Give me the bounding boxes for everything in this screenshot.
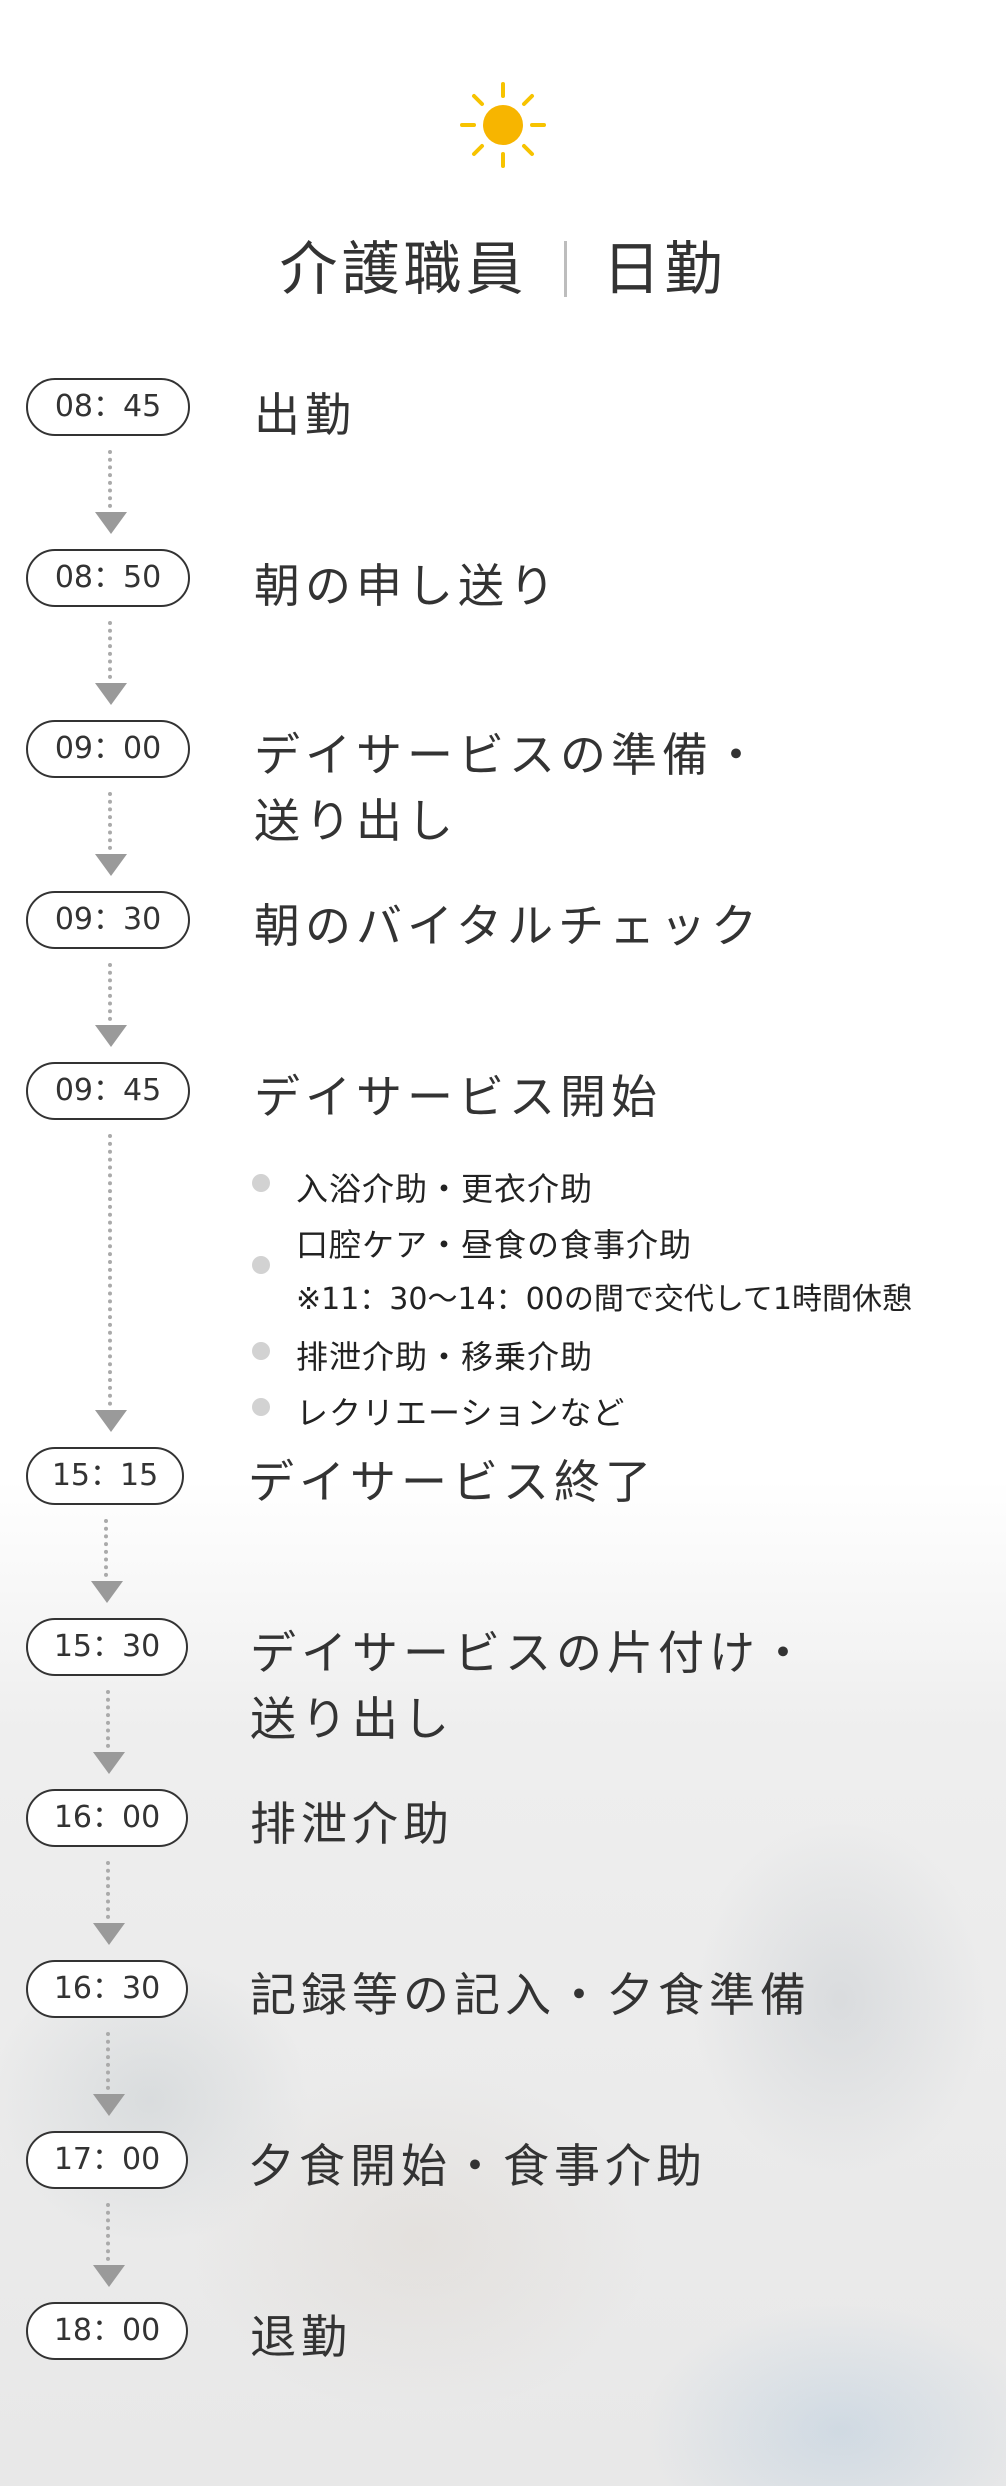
arrow-down-icon [95,683,127,705]
timeline-dots [106,2203,110,2261]
timeline-dots [108,1134,112,1406]
timeline-dots [108,792,112,850]
time-badge: 08：50 [26,549,190,607]
arrow-down-icon [91,1581,123,1603]
time-badge: 16：30 [26,1960,188,2018]
time-badge: 18：00 [26,2302,188,2360]
time-badge: 15：30 [26,1618,188,1676]
schedule-label: デイサービスの片付け・ [250,1620,811,1686]
time-badge: 08：45 [26,378,190,436]
arrow-down-icon [95,1410,127,1432]
title-job: 介護職員 [279,235,527,303]
arrow-down-icon [95,1025,127,1047]
arrow-down-icon [93,1752,125,1774]
schedule-label: デイサービス終了 [248,1449,656,1515]
time-badge: 16：00 [26,1789,188,1847]
time-badge: 09：45 [26,1062,190,1120]
time-badge: 09：00 [26,720,190,778]
arrow-down-icon [95,854,127,876]
schedule-label-line2: 送り出し [250,1686,454,1752]
time-badge: 09：30 [26,891,190,949]
schedule-label: 朝の申し送り [254,553,560,619]
schedule-label: 出勤 [254,382,356,448]
bullet-icon [252,1174,270,1192]
schedule-label: デイサービスの準備・ [254,722,764,788]
timeline-dots [106,2032,110,2090]
timeline-dots [108,963,112,1021]
schedule-label: 記録等の記入・夕食準備 [250,1962,811,2028]
bullet-icon [252,1256,270,1274]
schedule-label: 夕食開始・食事介助 [248,2133,707,2199]
schedule-label: デイサービス開始 [254,1064,662,1130]
arrow-down-icon [93,1923,125,1945]
timeline-dots [106,1690,110,1748]
page-title: 介護職員 日勤 [0,222,1006,306]
detail-note: ※11：30〜14：00の間で交代して1時間休憩 [296,1274,912,1318]
schedule-label: 朝のバイタルチェック [254,893,762,959]
sun-icon [458,80,548,170]
detail-text: 口腔ケア・昼食の食事介助 [296,1220,692,1266]
timeline-dots [108,621,112,679]
schedule-label: 排泄介助 [250,1791,454,1857]
detail-text: 入浴介助・更衣介助 [296,1164,593,1210]
title-shift: 日勤 [603,235,727,303]
timeline-dots [108,450,112,508]
bullet-icon [252,1398,270,1416]
detail-text: 排泄介助・移乗介助 [296,1332,593,1378]
arrow-down-icon [93,2094,125,2116]
time-badge: 15：15 [26,1447,184,1505]
timeline-dots [104,1519,108,1577]
time-badge: 17：00 [26,2131,188,2189]
arrow-down-icon [93,2265,125,2287]
schedule-label: 退勤 [250,2304,352,2370]
detail-text: レクリエーションなど [296,1388,625,1434]
timeline-dots [106,1861,110,1919]
arrow-down-icon [95,512,127,534]
title-divider [564,241,567,297]
schedule-label-line2: 送り出し [254,788,458,854]
bullet-icon [252,1342,270,1360]
